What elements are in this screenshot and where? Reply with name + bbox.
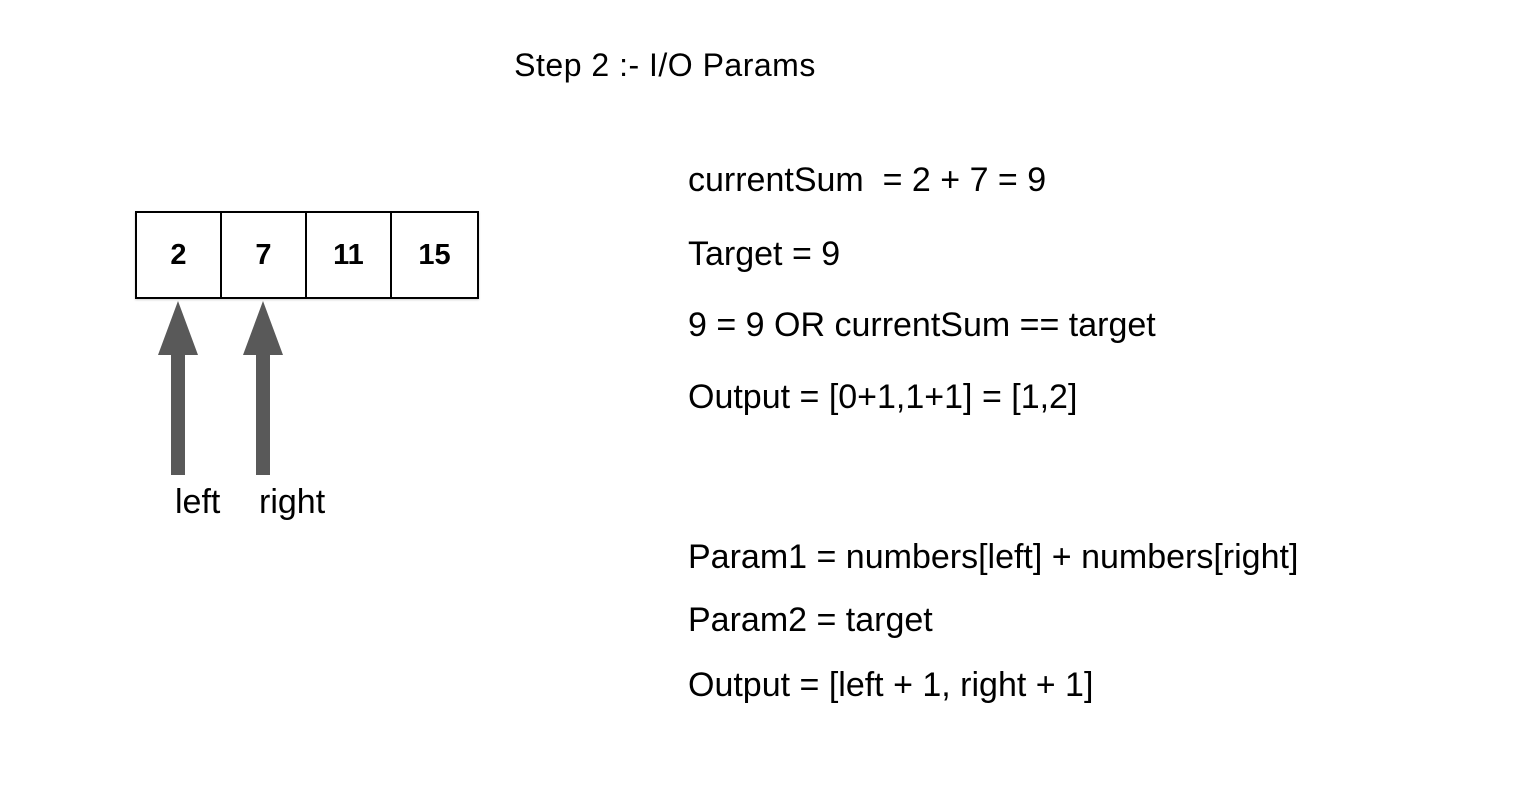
left-pointer-arrow-icon <box>158 301 198 475</box>
calc-line-currentsum: currentSum = 2 + 7 = 9 <box>688 161 1047 199</box>
right-pointer-arrow-icon <box>243 301 283 475</box>
calc-line-target: Target = 9 <box>688 235 841 273</box>
array-cell-value: 11 <box>333 238 364 271</box>
array-cell-value: 7 <box>255 238 272 271</box>
param-line-output: Output = [left + 1, right + 1] <box>688 666 1094 704</box>
array-cell: 15 <box>392 213 477 297</box>
up-arrow-icon <box>158 301 198 475</box>
numbers-array: 2 7 11 15 <box>135 211 479 299</box>
array-cell-value: 15 <box>418 238 451 271</box>
calc-line-condition: 9 = 9 OR currentSum == target <box>688 306 1156 344</box>
page-title: Step 2 :- I/O Params <box>514 47 816 83</box>
up-arrow-icon <box>243 301 283 475</box>
param-line-param2: Param2 = target <box>688 601 933 639</box>
right-pointer-label: right <box>259 483 326 521</box>
array-cell: 2 <box>137 213 222 297</box>
calc-line-output: Output = [0+1,1+1] = [1,2] <box>688 378 1078 416</box>
array-cell: 11 <box>307 213 392 297</box>
param-line-param1: Param1 = numbers[left] + numbers[right] <box>688 538 1299 576</box>
array-cell-value: 2 <box>170 238 187 271</box>
left-pointer-label: left <box>175 483 221 521</box>
array-cell: 7 <box>222 213 307 297</box>
